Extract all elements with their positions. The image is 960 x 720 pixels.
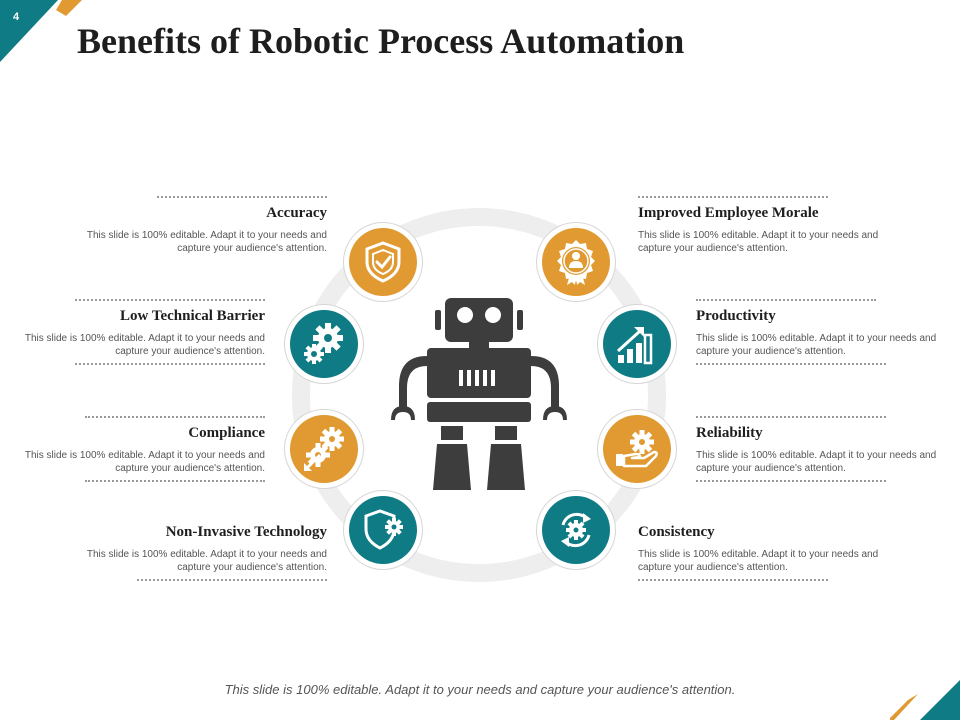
benefit-heading: Non-Invasive Technology: [165, 524, 327, 540]
divider: [157, 196, 327, 198]
benefit-description: This slide is 100% editable. Adapt it to…: [638, 549, 879, 573]
consistency-icon-circle: [536, 490, 616, 570]
benefit-description: This slide is 100% editable. Adapt it to…: [696, 333, 937, 357]
benefit-heading: Accuracy: [266, 205, 327, 221]
benefit-description: This slide is 100% editable. Adapt it to…: [24, 333, 265, 357]
divider: [137, 579, 327, 581]
benefit-description: This slide is 100% editable. Adapt it to…: [86, 230, 327, 254]
compliance-icon-circle: [284, 409, 364, 489]
divider: [696, 299, 876, 301]
hand-gear-icon: [616, 430, 658, 468]
page-title: Benefits of Robotic Process Automation: [77, 21, 685, 61]
low-technical-barrier-icon-circle: [284, 304, 364, 384]
gear-cycle-icon: [561, 512, 591, 548]
divider: [696, 480, 886, 482]
benefit-accuracy: Accuracy This slide is 100% editable. Ad…: [77, 196, 327, 255]
divider: [85, 416, 265, 418]
benefit-description: This slide is 100% editable. Adapt it to…: [86, 549, 327, 573]
benefit-description: This slide is 100% editable. Adapt it to…: [638, 230, 879, 254]
divider: [638, 579, 828, 581]
benefit-improved-employee-morale: Improved Employee Morale This slide is 1…: [638, 196, 888, 255]
benefit-reliability: Reliability This slide is 100% editable.…: [696, 416, 946, 482]
benefit-heading: Consistency: [638, 524, 715, 540]
gear-arrow-icon: [304, 427, 344, 471]
award-badge-icon: [557, 240, 595, 285]
shield-check-icon: [365, 241, 401, 283]
corner-decoration-bottom-right: [890, 680, 960, 720]
benefit-heading: Compliance: [188, 425, 265, 441]
slide-number: 4: [13, 11, 20, 23]
divider: [696, 416, 886, 418]
benefit-low-technical-barrier: Low Technical Barrier This slide is 100%…: [15, 299, 265, 365]
divider: [638, 196, 828, 198]
benefit-consistency: Consistency This slide is 100% editable.…: [638, 514, 888, 581]
background-ring: [292, 208, 666, 582]
accuracy-icon-circle: [343, 222, 423, 302]
robot-icon: [391, 298, 567, 490]
benefit-non-invasive-technology: Non-Invasive Technology This slide is 10…: [77, 514, 327, 581]
shield-gear-icon: [364, 509, 403, 550]
benefit-heading: Productivity: [696, 308, 776, 324]
divider: [696, 363, 886, 365]
benefit-heading: Improved Employee Morale: [638, 205, 819, 221]
divider: [85, 480, 265, 482]
reliability-icon-circle: [597, 409, 677, 489]
benefit-productivity: Productivity This slide is 100% editable…: [696, 299, 946, 365]
footer-note: This slide is 100% editable. Adapt it to…: [224, 682, 736, 697]
improved-employee-morale-icon-circle: [536, 222, 616, 302]
divider: [75, 363, 265, 365]
growth-chart-icon: [616, 327, 653, 365]
divider: [75, 299, 265, 301]
corner-decoration-top-left: [0, 0, 82, 62]
gears-icon: [304, 323, 343, 364]
non-invasive-technology-icon-circle: [343, 490, 423, 570]
benefit-compliance: Compliance This slide is 100% editable. …: [15, 416, 265, 482]
benefit-heading: Low Technical Barrier: [120, 308, 265, 324]
benefit-heading: Reliability: [696, 425, 763, 441]
benefit-description: This slide is 100% editable. Adapt it to…: [696, 450, 937, 474]
benefit-description: This slide is 100% editable. Adapt it to…: [24, 450, 265, 474]
productivity-icon-circle: [597, 304, 677, 384]
